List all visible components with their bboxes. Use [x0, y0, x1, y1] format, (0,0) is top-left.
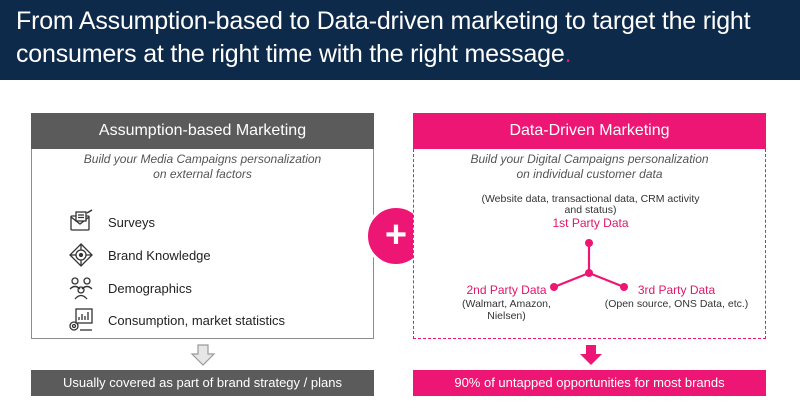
data-driven-footer-bar: 90% of untapped opportunities for most b…: [413, 370, 766, 396]
assumption-subtitle-line-2: on external factors: [153, 167, 252, 181]
data-hub-connector-icon: [550, 239, 628, 291]
list-item-surveys: Surveys: [68, 209, 155, 235]
demographics-icon: [68, 275, 94, 301]
second-party-desc-line-1: (Walmart, Amazon,: [462, 298, 551, 310]
third-party-label: 3rd Party Data: [637, 283, 716, 297]
list-item-statistics: Consumption, market statistics: [68, 307, 285, 333]
list-item-brand-knowledge: Brand Knowledge: [68, 242, 211, 268]
arrow-down-gray-icon: [190, 344, 216, 366]
first-party-label: 1st Party Data: [552, 216, 629, 230]
assumption-footer-bar: Usually covered as part of brand strateg…: [31, 370, 374, 396]
item-label: Demographics: [108, 280, 192, 296]
third-party-desc-line-1: (Open source, ONS Data, etc.): [604, 298, 749, 310]
header-title-line-1: From Assumption-based to Data-driven mar…: [16, 7, 751, 35]
arrow-down-pink-icon: [580, 345, 602, 365]
header-title-line-2: consumers at the right time with the rig…: [16, 38, 800, 71]
data-driven-subtitle-line-2: on individual customer data: [516, 167, 663, 181]
list-item-demographics: Demographics: [68, 275, 192, 301]
statistics-icon: [68, 307, 94, 333]
assumption-card-body: Build your Media Campaigns personalizati…: [31, 149, 374, 339]
second-party-desc-line-2: Nielsen): [487, 310, 526, 322]
data-driven-subtitle-line-1: Build your Digital Campaigns personaliza…: [470, 152, 709, 166]
assumption-subtitle-line-1: Build your Media Campaigns personalizati…: [83, 152, 322, 166]
brand-knowledge-icon: [68, 242, 94, 268]
header-title-line-2-text: consumers at the right time with the rig…: [16, 40, 565, 68]
header-dot: .: [564, 40, 572, 68]
page-header: From Assumption-based to Data-driven mar…: [0, 0, 800, 80]
item-label: Brand Knowledge: [108, 247, 211, 263]
first-party-desc-line-2: and status): [564, 204, 617, 216]
item-label: Consumption, market statistics: [108, 312, 286, 328]
item-label: Surveys: [108, 214, 155, 230]
data-driven-card-body: Build your Digital Campaigns personaliza…: [413, 149, 766, 339]
data-driven-card-title: Data-Driven Marketing: [413, 113, 766, 149]
second-party-label: 2nd Party Data: [466, 283, 547, 297]
survey-icon: [68, 209, 94, 235]
first-party-desc-line-1: (Website data, transactional data, CRM a…: [481, 193, 700, 205]
assumption-card-title: Assumption-based Marketing: [31, 113, 374, 149]
